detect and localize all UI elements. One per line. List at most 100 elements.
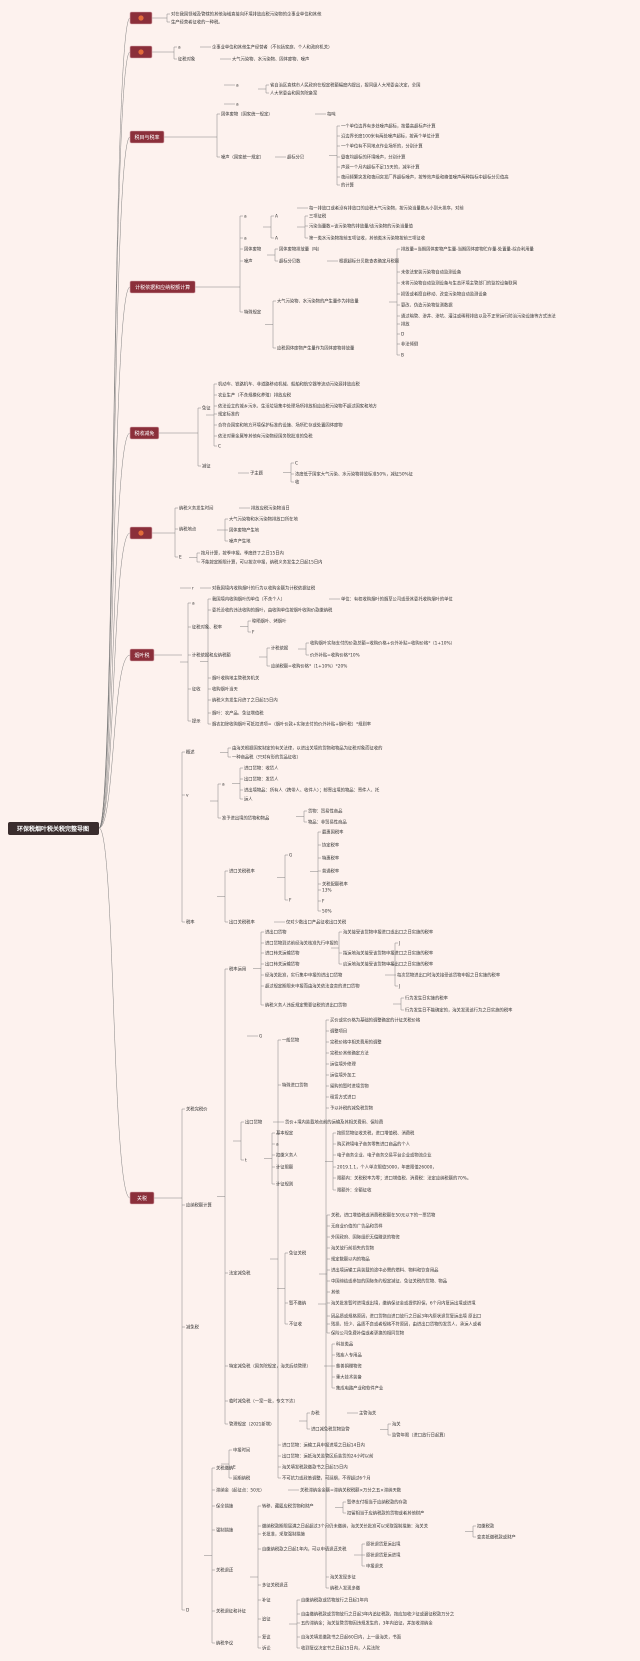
connector-line	[98, 51, 131, 829]
node-text: B	[401, 353, 404, 359]
node-text: 诉讼	[262, 1645, 271, 1652]
connector-line	[393, 998, 402, 1010]
node-text: 关税配额税率	[322, 881, 348, 888]
node-text: 沿边界长度100米有两处噪声超标，按两个单位计算	[341, 133, 440, 140]
node-text: G	[289, 853, 292, 859]
node-text: 生产经营者征收的一种税。	[171, 19, 223, 26]
category-node[interactable]	[129, 11, 153, 25]
node-text: 污染当量数=该污染物的排放量/该污染物的污染当量值	[309, 223, 414, 230]
node-text: 排放	[401, 321, 410, 328]
root-node[interactable]: 环保税烟叶税关税完整导图	[8, 822, 99, 835]
node-text: 单位：有权收购烟叶的烟草公司或受其委托收购烟叶的单位	[341, 596, 453, 603]
node-text: 烟叶：农产品、免征增值税	[212, 710, 264, 717]
node-text: 转移、藏匿应税货物和财产	[262, 1503, 314, 1510]
node-text: 电子商务企业、电子商务交易平台企业或物流企业	[337, 1152, 432, 1159]
node-text: 予以补税的减免税货物	[330, 1105, 374, 1112]
connector-line	[240, 621, 249, 632]
node-text: 申报时间	[233, 1447, 250, 1454]
node-text: 海关	[392, 1421, 401, 1428]
node-text: 纳税义务发生时间	[179, 505, 213, 512]
node-text: 限额内：关税税率为零；进口增值税、消费税：法定应纳税额的70%。	[337, 1175, 471, 1182]
node-text: 特殊规定	[244, 309, 262, 316]
node-text: 关税滞纳金金额=滞纳关税税额×万分之五×滞纳天数	[300, 1487, 402, 1494]
category-label: 税目与税率	[134, 134, 159, 141]
node-text: 货价+境内装载地点前的运输及其相关费用、保险费	[285, 1119, 384, 1126]
node-text: 原状退货复运进境	[366, 1552, 401, 1559]
node-text: 出口关税税率	[229, 919, 255, 926]
node-text: 一个单位有不同地点作业场所的，分别计算	[341, 143, 423, 150]
node-text: a	[222, 783, 225, 788]
category-node[interactable]: 关税	[129, 1191, 155, 1205]
connector-line	[465, 1526, 474, 1537]
node-text: 运人	[244, 796, 253, 803]
node-text: 收购烟叶实际支付的价款总额=收购价格+价外补贴=收购价格*（1+10%）	[310, 640, 455, 647]
connector-line	[319, 1215, 328, 1333]
connector-line	[154, 654, 183, 922]
category-node[interactable]	[129, 526, 153, 540]
node-text: 因品质或规格原因，进口货物自进口放行之日起3年内原状退货复运出境 原出口	[331, 1313, 481, 1320]
node-text: 货物：贸易性商品	[308, 808, 342, 815]
node-text: 经海关批准，实行集中申报的进出口货物	[265, 972, 343, 979]
connector-line	[277, 855, 286, 900]
connector-line	[263, 216, 272, 238]
connector-line	[98, 432, 131, 829]
connector-line	[98, 532, 131, 829]
node-text: A	[275, 214, 278, 220]
node-text: 噪声（国家统一规定）	[221, 154, 264, 161]
node-text: 主管海关	[359, 1410, 377, 1417]
connector-line	[283, 463, 292, 482]
node-text: 减征	[202, 463, 211, 470]
node-text: 纳税人发现多缴	[330, 1585, 361, 1592]
category-node[interactable]: 税收减免	[129, 426, 160, 440]
connector-line	[289, 1600, 298, 1648]
connector-line	[325, 1133, 334, 1190]
node-text: 免征关税	[289, 1250, 307, 1257]
node-text: 自缴纳税款之日起1年内，可以申请退还关税	[262, 1546, 347, 1553]
connector-line	[98, 654, 131, 829]
node-text: 准予进出境的货物和物品	[222, 815, 269, 822]
category-node[interactable]: 烟叶税	[129, 648, 155, 662]
node-text: 缴纳税款期限届满之日起超过3个月仍未缴纳，海关关长批准可以采取强制措施：海关关	[262, 1523, 429, 1530]
node-text: 集成电路产业和软件产业	[336, 1385, 384, 1392]
connector-line	[98, 136, 131, 829]
node-text: a	[192, 602, 195, 607]
node-text: F	[289, 898, 292, 904]
node-text: 大气污染物、水污染物的产生量作为排放量	[277, 298, 359, 305]
node-text: 噪声	[244, 258, 253, 265]
node-text: 物品：非贸易性商品	[308, 819, 347, 826]
node-text: 收	[295, 479, 300, 486]
node-text: 人大常委会和国务院备案	[270, 90, 318, 97]
node-text: 重大技术装备	[336, 1374, 362, 1381]
category-dot-icon	[138, 49, 144, 55]
connector-line	[380, 1424, 389, 1435]
connector-line	[335, 1502, 344, 1513]
connector-line	[217, 519, 226, 541]
node-text: a	[244, 237, 247, 242]
node-text: 篡改、伪造污染物监测数据	[401, 302, 453, 309]
node-text: 纳税争议	[216, 1640, 234, 1647]
node-text: 依法对重金属等其他有污染物经国务院批准的免税	[218, 433, 313, 440]
node-text: 声源一个月内超标不足15天的，减半计算	[341, 164, 420, 171]
node-text: 规定标准的	[218, 411, 239, 418]
node-text: C	[218, 444, 221, 450]
connector-line	[329, 126, 338, 185]
category-node[interactable]: 税目与税率	[129, 130, 165, 144]
category-node[interactable]: 计税依据和应纳税额计算	[129, 280, 196, 294]
node-text: 机动车、铁路机车、非道路移动机械、船舶和航空器等流动污染源排放应税	[218, 381, 360, 388]
connector-line	[253, 932, 262, 1005]
node-text: 应纳税额计算	[186, 1202, 212, 1209]
node-text: 2019.1.1，个人单次限值5000，年度限值26000，	[337, 1164, 437, 1171]
node-text: 关税退征和补征	[216, 1608, 247, 1615]
node-text: 指运地海关接受该货物申报进口之日实施的税率	[343, 950, 434, 957]
connector-line	[318, 1020, 327, 1588]
node-text: J	[398, 984, 400, 990]
connector-line	[299, 1413, 308, 1429]
node-text: 协定税率	[322, 842, 340, 849]
connector-line	[221, 1450, 230, 1478]
node-text: 损毁或者擅自移动、改变污染物自动监测设备	[401, 291, 488, 298]
node-text: 滞纳金（起征点：50元）	[216, 1487, 264, 1494]
category-node[interactable]	[129, 45, 153, 59]
connector-line	[98, 286, 131, 829]
connector-line	[217, 871, 226, 922]
